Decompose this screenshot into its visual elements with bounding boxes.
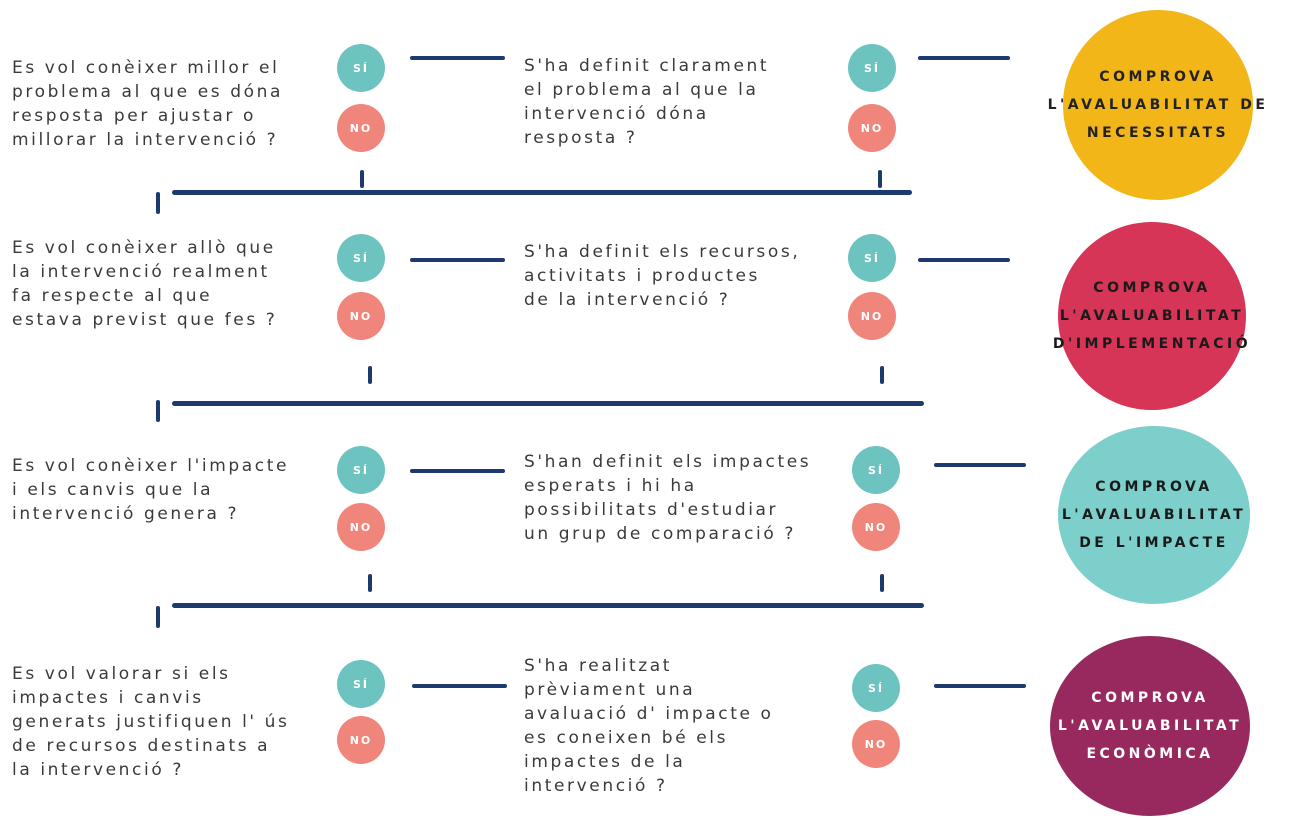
row-3-yes-connector-1: [410, 469, 505, 473]
row-3-no-bubble-1[interactable]: NO: [337, 503, 385, 551]
row-1-no-connector-1: [360, 170, 364, 188]
row-1-yes-bubble-1[interactable]: SÍ: [337, 44, 385, 92]
row-4-yes-bubble-2[interactable]: SÍ: [852, 664, 900, 712]
row-4-yes-connector-1: [412, 684, 507, 688]
row-4-yes-connector-2: [934, 684, 1026, 688]
row-2-result-badge[interactable]: COMPROVA L'AVALUABILITAT D'IMPLEMENTACIÓ: [1053, 222, 1248, 410]
row-1-yes-connector-1: [410, 56, 505, 60]
row-4-question: Es vol valorar si els impactes i canvis …: [12, 664, 290, 780]
row-4-no-bubble-2[interactable]: NO: [852, 720, 900, 768]
row-3-no-connector-1: [368, 574, 372, 592]
row-4-yes-bubble-1[interactable]: SÍ: [337, 660, 385, 708]
row-2-question: Es vol conèixer allò que la intervenció …: [12, 238, 278, 330]
row-2-yes-connector-2: [918, 258, 1010, 262]
row-3-separator-hook: [156, 606, 160, 628]
row-2-separator: [172, 401, 924, 406]
row-2-no-connector-2: [880, 366, 884, 384]
row-3-no-bubble-2[interactable]: NO: [852, 503, 900, 551]
row-1-separator-hook: [156, 192, 160, 214]
row-2-separator-hook: [156, 400, 160, 422]
row-1-no-connector-2: [878, 170, 882, 188]
row-3-question: Es vol conèixer l'impacte i els canvis q…: [12, 456, 290, 524]
row-2-yes-connector-1: [410, 258, 505, 262]
row-2-no-bubble-2[interactable]: NO: [848, 292, 896, 340]
row-3-yes-connector-2: [934, 463, 1026, 467]
row-2-yes-bubble-1[interactable]: SÍ: [337, 234, 385, 282]
row-3-yes-bubble-1[interactable]: SÍ: [337, 446, 385, 494]
row-1-question: Es vol conèixer millor el problema al qu…: [12, 58, 284, 150]
row-3-yes-bubble-2[interactable]: SÍ: [852, 446, 900, 494]
row-1-yes-bubble-2[interactable]: SÍ: [848, 44, 896, 92]
row-4-check: S'ha realitzat prèviament una avaluació …: [524, 656, 774, 796]
row-3-separator: [172, 603, 924, 608]
row-2-check: S'ha definit els recursos, activitats i …: [524, 242, 801, 310]
row-1-result-badge[interactable]: COMPROVA L'AVALUABILITAT DE NECESSITATS: [1048, 10, 1265, 200]
row-3-check: S'han definit els impactes esperats i hi…: [524, 452, 812, 544]
row-2-no-bubble-1[interactable]: NO: [337, 292, 385, 340]
row-4-result-badge[interactable]: COMPROVA L'AVALUABILITAT ECONÒMICA: [1050, 636, 1250, 816]
row-1-no-bubble-2[interactable]: NO: [848, 104, 896, 152]
row-3-result-badge[interactable]: COMPROVA L'AVALUABILITAT DE L'IMPACTE: [1058, 426, 1250, 604]
row-3-no-connector-2: [880, 574, 884, 592]
row-1-separator: [172, 190, 912, 195]
row-1-check: S'ha definit clarament el problema al qu…: [524, 56, 770, 148]
row-1-yes-connector-2: [918, 56, 1010, 60]
row-2-yes-bubble-2[interactable]: SÍ: [848, 234, 896, 282]
row-4-no-bubble-1[interactable]: NO: [337, 716, 385, 764]
row-2-no-connector-1: [368, 366, 372, 384]
row-1-no-bubble-1[interactable]: NO: [337, 104, 385, 152]
